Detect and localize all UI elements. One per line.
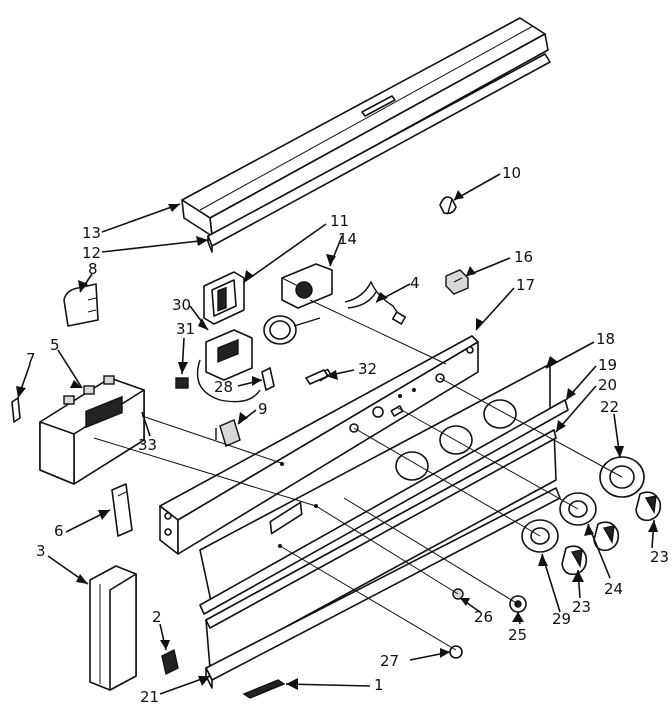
part-13-top-trim (181, 17, 549, 237)
callout-3: 3 (36, 542, 46, 560)
part-19-trim-strip (199, 399, 569, 615)
callout-26: 26 (474, 608, 493, 626)
part-32-plate (305, 369, 329, 385)
part-16-connector (445, 269, 469, 295)
part-ring-tube (263, 315, 321, 345)
leader-lines (17, 173, 655, 695)
part-11-housing (203, 271, 245, 325)
callout-4: 4 (410, 274, 420, 292)
part-31-terminal (175, 377, 189, 389)
callout-1: 1 (374, 676, 384, 694)
part-5-control-module: 1200 (39, 375, 145, 485)
callout-29: 29 (552, 610, 571, 628)
callout-labels: 13 12 8 11 14 10 16 17 4 30 31 32 28 9 7… (26, 164, 669, 706)
callout-23-upper: 23 (650, 548, 669, 566)
part-10-clip (439, 196, 457, 215)
part-20-trim-strip (205, 429, 557, 669)
callout-27: 27 (380, 652, 399, 670)
callout-6: 6 (54, 522, 64, 540)
callout-30: 30 (172, 296, 191, 314)
callout-7: 7 (26, 350, 36, 368)
part-2-clip (161, 648, 179, 676)
part-23-knob-upper (635, 491, 662, 522)
callout-31: 31 (176, 320, 195, 338)
arrowheads (16, 190, 658, 690)
part-9-thermistor (215, 419, 241, 447)
callout-13: 13 (82, 224, 101, 242)
callout-2: 2 (152, 608, 162, 626)
callout-12: 12 (82, 244, 101, 262)
part-18-glass-panel (199, 363, 551, 607)
callout-9: 9 (258, 400, 268, 418)
callout-8: 8 (88, 260, 98, 278)
part-3-end-cap (89, 565, 137, 691)
callout-18: 18 (596, 330, 615, 348)
callout-19: 19 (598, 356, 617, 374)
callout-20: 20 (598, 376, 617, 394)
part-28-clip (196, 359, 275, 403)
part-14-switch (281, 263, 333, 309)
callout-16: 16 (514, 248, 533, 266)
callout-21: 21 (140, 688, 159, 706)
part-6-bracket (111, 483, 133, 537)
callout-33: 33 (138, 436, 157, 454)
callout-5: 5 (50, 336, 60, 354)
callout-17: 17 (516, 276, 535, 294)
callout-28: 28 (214, 378, 233, 396)
part-12-strip (207, 53, 551, 253)
callout-23-lower: 23 (572, 598, 591, 616)
part-8-bracket (63, 283, 99, 327)
part-23-knob-front (561, 545, 588, 576)
part-1-strip (242, 679, 286, 699)
callout-25: 25 (508, 626, 527, 644)
callout-14: 14 (338, 230, 357, 248)
part-7-bracket (11, 397, 21, 423)
callout-24: 24 (604, 580, 623, 598)
callout-32: 32 (358, 360, 377, 378)
part-17-backplate (159, 335, 479, 555)
callout-10: 10 (502, 164, 521, 182)
part-30-relay (205, 329, 253, 381)
callout-11: 11 (330, 212, 349, 230)
part-4-wire (344, 280, 407, 325)
callout-22: 22 (600, 398, 619, 416)
